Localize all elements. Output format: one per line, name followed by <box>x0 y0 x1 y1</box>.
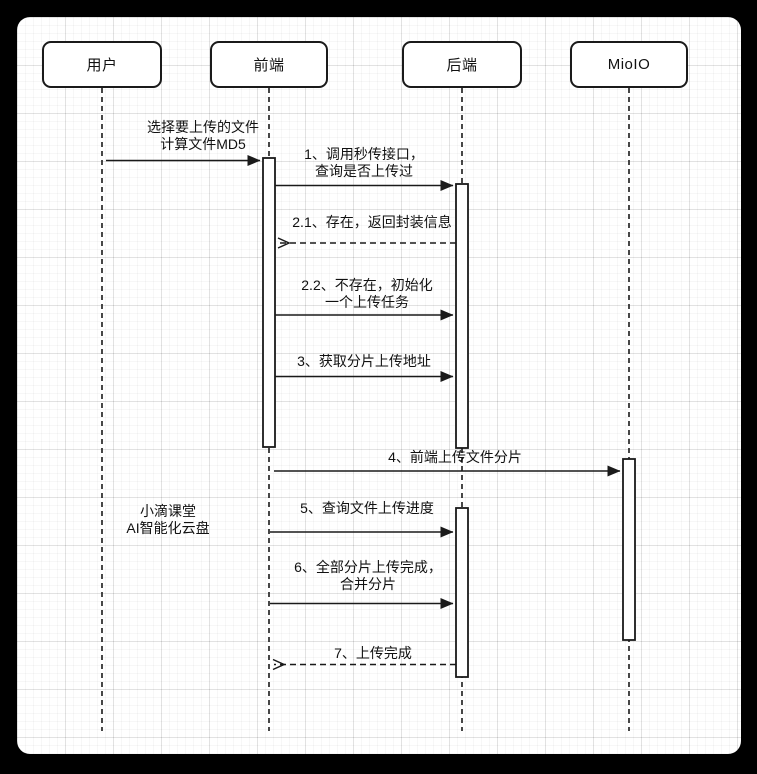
message-text: 5、查询文件上传进度 <box>300 500 434 516</box>
message-label-2-2: 2.2、不存在，初始化 一个上传任务 <box>301 277 432 311</box>
message-text: 6、全部分片上传完成， <box>294 559 442 575</box>
message-text: 7、上传完成 <box>334 645 412 661</box>
message-label-6: 6、全部分片上传完成， 合并分片 <box>294 559 442 593</box>
message-label-2-1: 2.1、存在，返回封装信息 <box>292 214 451 231</box>
message-text: 3、获取分片上传地址 <box>297 353 431 369</box>
annotation-brand: 小滴课堂 AI智能化云盘 <box>126 503 209 537</box>
message-label-4: 4、前端上传文件分片 <box>388 449 522 466</box>
message-text: 2.1、存在，返回封装信息 <box>292 214 452 230</box>
message-label-3: 3、获取分片上传地址 <box>297 353 431 370</box>
message-text: 选择要上传的文件 <box>147 119 259 135</box>
diagram-canvas <box>17 17 741 754</box>
message-text: 1、调用秒传接口， <box>304 146 424 162</box>
activation-backend-2 <box>455 507 469 678</box>
message-label-select-file: 选择要上传的文件 计算文件MD5 <box>147 119 259 153</box>
activation-frontend <box>262 157 276 448</box>
message-text: 查询是否上传过 <box>314 163 413 179</box>
activation-mioio <box>622 458 636 641</box>
annotation-text: AI智能化云盘 <box>126 520 210 536</box>
participant-mioio: MioIO <box>570 41 688 88</box>
participant-backend-label: 后端 <box>446 57 478 74</box>
participant-user: 用户 <box>42 41 162 88</box>
message-text: 一个上传任务 <box>325 294 409 310</box>
message-text: 4、前端上传文件分片 <box>388 449 522 465</box>
message-label-7: 7、上传完成 <box>334 645 412 662</box>
message-label-5: 5、查询文件上传进度 <box>300 500 434 517</box>
participant-frontend: 前端 <box>210 41 328 88</box>
message-text: 合并分片 <box>339 576 396 592</box>
participant-mioio-label: MioIO <box>607 56 651 73</box>
activation-backend-1 <box>455 183 469 449</box>
annotation-text: 小滴课堂 <box>139 503 196 519</box>
message-label-1: 1、调用秒传接口， 查询是否上传过 <box>304 146 424 180</box>
participant-backend: 后端 <box>402 41 522 88</box>
message-text: 计算文件MD5 <box>160 136 246 152</box>
message-text: 2.2、不存在，初始化 <box>301 277 433 293</box>
participant-user-label: 用户 <box>86 57 118 74</box>
participant-frontend-label: 前端 <box>253 57 285 74</box>
